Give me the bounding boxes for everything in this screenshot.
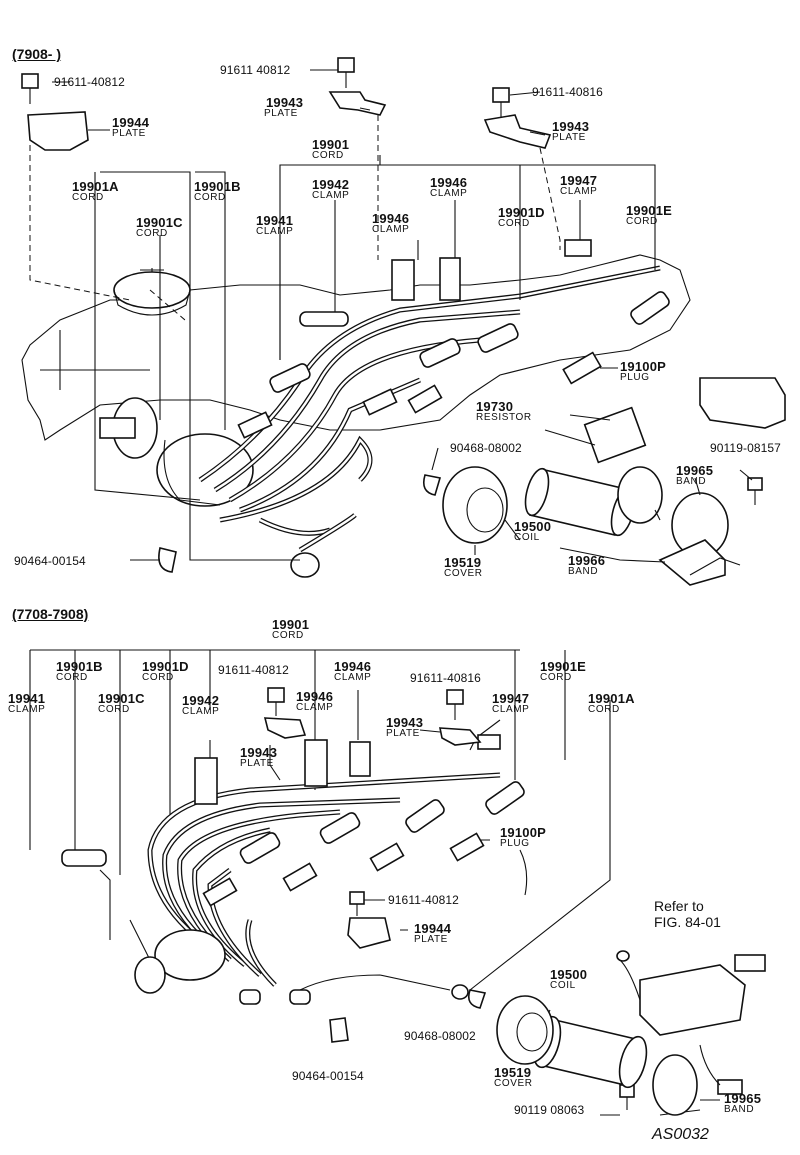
bolt-label-top-b: 91611 40812 [220, 63, 291, 77]
clip-label-bottom-2: 90464-00154 [292, 1069, 364, 1083]
clamp-19946-bottom-a [304, 739, 328, 787]
plate-19943-top-b [483, 114, 552, 149]
plate-19943-bottom-a [263, 717, 307, 739]
clamp-19946-top-a [391, 259, 415, 301]
clamp-19941-bottom [61, 849, 107, 867]
clip-label-top-2: 90464-00154 [14, 554, 86, 568]
bolt-label-bottom-c: 91611-40812 [388, 893, 459, 907]
filler-cap-top [113, 271, 191, 309]
module-box-top [699, 377, 786, 429]
resistor-19730-top [583, 406, 647, 464]
coil-cover-19519-top [442, 466, 508, 544]
clamp-19946-bottom-b [349, 741, 371, 777]
clamp-19942-top [299, 311, 349, 327]
plate-19944-top [27, 111, 89, 151]
clamp-19947-bottom [477, 734, 501, 750]
section-label-bottom: (7708-7908) [12, 606, 89, 622]
clamp-19942-bottom [194, 757, 218, 805]
ignition-coil-top [524, 466, 663, 537]
bolt-label-top-c: 91611-40816 [532, 85, 603, 99]
clip-label-bottom-1: 90468-08002 [404, 1029, 476, 1043]
coil-cover-19519-bottom [496, 995, 554, 1065]
distributor-bottom [154, 929, 226, 981]
clip-label-top-1: 90468-08002 [450, 441, 522, 455]
spark-plugs-top [237, 351, 602, 439]
drawing-code: AS0032 [652, 1126, 709, 1143]
plate-19943-top-a [328, 91, 387, 116]
bolt-label-top-d: 90119-08157 [710, 441, 781, 455]
bolt-label-bottom-b: 91611-40816 [410, 671, 481, 685]
band-19965-bottom [652, 1054, 698, 1116]
band-19966-top [658, 539, 726, 586]
plate-19943-bottom-b [439, 727, 482, 746]
clamp-19946-top-b [439, 257, 461, 301]
bolt-label-bottom-d: 90119 08063 [514, 1103, 585, 1117]
plate-19944-bottom [347, 917, 391, 949]
igniter-module-bottom [616, 950, 766, 1095]
section-label-top: (7908- ) [12, 46, 62, 62]
clamp-19947-top [564, 239, 592, 257]
bolt-label-top-a: 91611-40812 [54, 75, 125, 89]
spark-plugs-bottom [202, 832, 485, 907]
bolt-label-bottom-a: 91611-40812 [218, 663, 289, 677]
